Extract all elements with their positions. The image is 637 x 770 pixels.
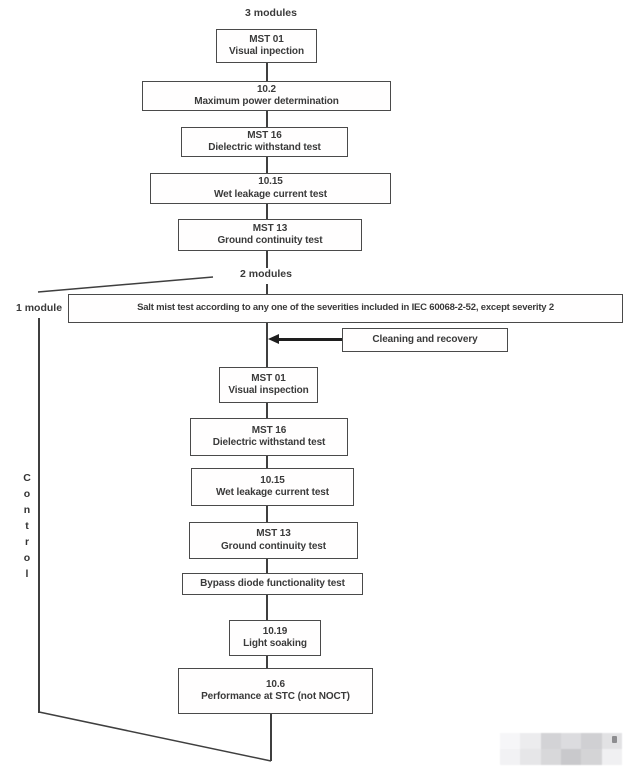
connector-line — [266, 204, 268, 219]
connector-line — [266, 251, 268, 268]
step-code: 10.2 — [256, 83, 277, 95]
connector-line — [266, 595, 268, 620]
step-code: 10.6 — [265, 678, 286, 690]
connector-line — [266, 284, 268, 294]
blurred-watermark — [500, 733, 622, 765]
step-code: MST 13 — [256, 528, 291, 539]
step-mst01-visual-inspection-2: MST 01 Visual inspection — [219, 367, 318, 403]
step-code: 10.15 — [258, 176, 283, 187]
connector-line — [266, 323, 268, 367]
step-mst13-ground-continuity-2: MST 13 Ground continuity test — [189, 522, 358, 559]
step-name: Visual inspection — [228, 385, 309, 396]
step-name: Performance at STC (not NOCT) — [201, 691, 350, 702]
control-bypass-line — [38, 318, 40, 713]
label-3-modules: 3 modules — [245, 7, 297, 19]
watermark-speck — [612, 736, 617, 743]
step-code: 10.15 — [260, 474, 285, 486]
step-name: Wet leakage current test — [215, 487, 329, 498]
step-cleaning-and-recovery: Cleaning and recovery — [342, 328, 508, 352]
step-10-15-wet-leakage-2: 10.15 Wet leakage current test — [191, 468, 354, 506]
step-name: Maximum power determination — [194, 96, 339, 107]
connector-line — [270, 714, 272, 761]
step-mst01-visual-inspection-1: MST 01 Visual inpection — [216, 29, 317, 63]
step-mst16-dielectric-2: MST 16 Dielectric withstand test — [190, 418, 348, 456]
label-control: Control — [21, 472, 33, 584]
label-2-modules: 2 modules — [240, 268, 292, 280]
step-name: Ground continuity test — [220, 540, 327, 552]
connector-line — [266, 456, 268, 468]
label-1-module: 1 module — [15, 302, 63, 314]
step-mst13-ground-continuity-1: MST 13 Ground continuity test — [178, 219, 362, 251]
step-code: MST 01 — [249, 33, 284, 45]
cleaning-arrow-shaft — [279, 338, 342, 341]
step-code: MST 16 — [251, 424, 287, 436]
connector-line — [266, 403, 268, 418]
connector-line — [266, 559, 268, 573]
step-name: Dielectric withstand test — [212, 437, 326, 448]
connector-line — [266, 63, 268, 81]
connector-line — [266, 506, 268, 522]
connector-line — [266, 157, 268, 173]
step-code: MST 16 — [247, 129, 282, 141]
step-name: Ground continuity test — [217, 235, 323, 246]
arrow-left-icon — [268, 334, 279, 344]
step-name: Bypass diode functionality test — [200, 577, 345, 589]
step-name: Light soaking — [243, 638, 307, 649]
connector-line — [266, 656, 268, 668]
step-name: Visual inpection — [229, 46, 304, 57]
step-mst16-dielectric-1: MST 16 Dielectric withstand test — [181, 127, 348, 157]
step-10-19-light-soaking: 10.19 Light soaking — [229, 620, 321, 656]
step-salt-mist-test: Salt mist test according to any one of t… — [68, 294, 623, 323]
step-name: Cleaning and recovery — [372, 333, 478, 345]
step-name: Salt mist test according to any one of t… — [137, 302, 554, 314]
step-10-2-max-power: 10.2 Maximum power determination — [142, 81, 391, 111]
step-code: 10.19 — [262, 625, 288, 637]
step-10-15-wet-leakage-1: 10.15 Wet leakage current test — [150, 173, 391, 204]
step-name: Dielectric withstand test — [208, 142, 321, 153]
step-10-6-performance-stc: 10.6 Performance at STC (not NOCT) — [178, 668, 373, 714]
step-code: MST 13 — [252, 222, 288, 234]
step-bypass-diode-test: Bypass diode functionality test — [182, 573, 363, 595]
connector-line — [266, 111, 268, 127]
step-name: Wet leakage current test — [213, 188, 327, 200]
step-code: MST 01 — [251, 372, 286, 384]
